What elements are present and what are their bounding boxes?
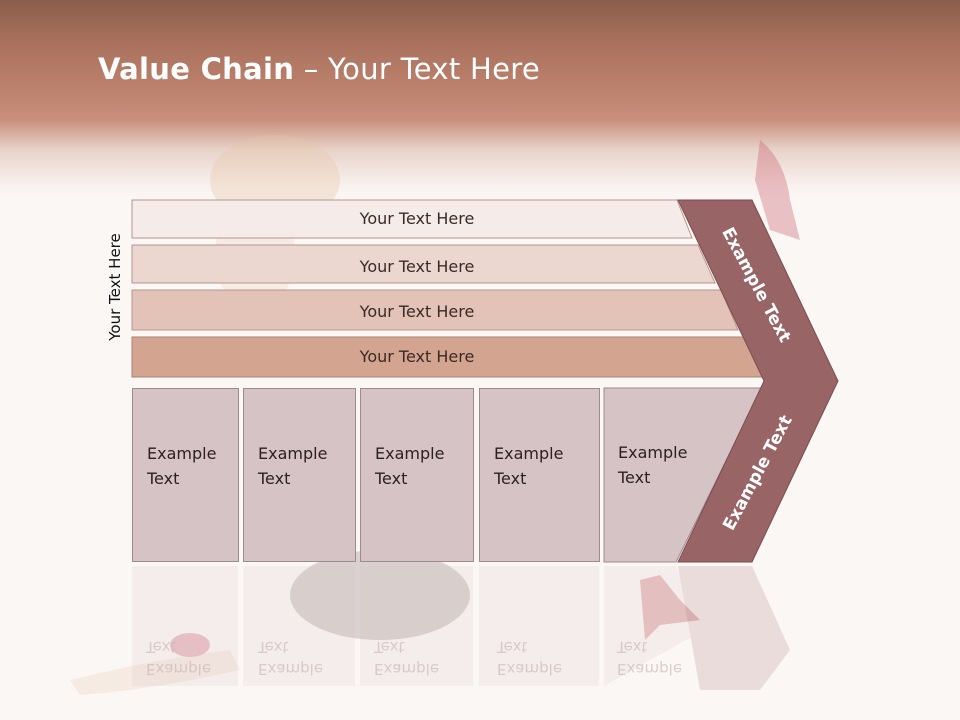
box-4-line2: Text — [494, 469, 527, 488]
box-5-shape — [603, 387, 763, 563]
bar-3 — [131, 289, 739, 331]
box-5-line2: Text — [618, 468, 651, 487]
activity-box-5: Example Text — [604, 388, 724, 562]
box-2-line2: Text — [258, 469, 291, 488]
bar-1-label: Your Text Here — [359, 209, 475, 228]
box-3-line2: Text — [375, 469, 408, 488]
bar-4-label: Your Text Here — [359, 347, 475, 366]
box-5-line1: Example — [618, 443, 688, 462]
bar-3-label: Your Text Here — [359, 302, 475, 321]
box-4-line1: Example — [494, 444, 564, 463]
activity-box-2: Example Text — [243, 388, 356, 562]
chevron-arrow — [677, 199, 839, 563]
activity-box-1: Example Text — [132, 388, 239, 562]
side-label: Your Text Here — [106, 233, 124, 341]
bar-1 — [131, 199, 693, 239]
bar-2-label: Your Text Here — [359, 257, 475, 276]
bar-2 — [131, 244, 716, 284]
box-3-line1: Example — [375, 444, 445, 463]
activity-box-4: Example Text — [479, 388, 600, 562]
activity-box-3: Example Text — [360, 388, 474, 562]
box-1-line1: Example — [147, 444, 217, 463]
header-band — [0, 0, 960, 200]
box-2-line1: Example — [258, 444, 328, 463]
page-title: Value Chain – Your Text Here — [98, 52, 540, 86]
box-1-line2: Text — [147, 469, 180, 488]
